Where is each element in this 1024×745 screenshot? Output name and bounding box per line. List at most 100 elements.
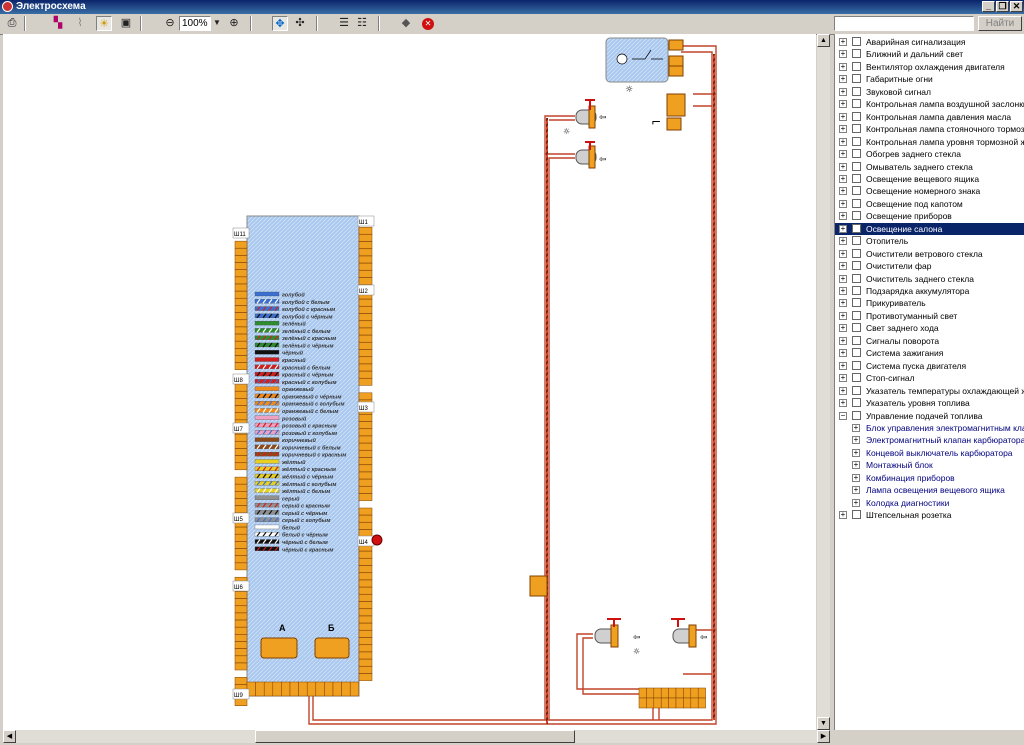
tree-subitem[interactable]: +Блок управления электромагнитным клап xyxy=(835,422,1024,434)
expand-icon[interactable]: + xyxy=(852,472,860,482)
tree-item[interactable]: +Освещение номерного знака xyxy=(835,185,1024,197)
connect-icon[interactable]: ⌇ xyxy=(77,17,83,29)
tree-item[interactable]: +Освещение приборов xyxy=(835,210,1024,222)
tree-item[interactable]: +Контрольная лампа уровня тормозной жи xyxy=(835,136,1024,148)
tree-subitem[interactable]: +Лампа освещения вещевого ящика xyxy=(835,484,1024,496)
tree-item[interactable]: +Система зажигания xyxy=(835,347,1024,359)
expand-icon[interactable]: + xyxy=(839,248,847,258)
expand-icon[interactable]: + xyxy=(839,236,847,246)
vertical-scrollbar[interactable]: ▲ ▼ xyxy=(817,34,830,730)
tree-checkbox[interactable] xyxy=(852,286,861,295)
expand-icon[interactable]: + xyxy=(839,223,847,233)
tree-checkbox[interactable] xyxy=(852,398,861,408)
tree-item[interactable]: −Управление подачей топлива xyxy=(835,410,1024,422)
tree-item[interactable]: +Сигналы поворота xyxy=(835,335,1024,347)
tree-checkbox[interactable] xyxy=(852,310,861,320)
tree-item[interactable]: +Система пуска двигателя xyxy=(835,360,1024,372)
list-view-icon[interactable]: ☰ xyxy=(339,17,349,29)
tree-item[interactable]: +Очистители фар xyxy=(835,260,1024,272)
side-lamp-lower[interactable]: ⇦ xyxy=(575,141,607,169)
tree-item[interactable]: +Контрольная лампа стояночного тормоза xyxy=(835,123,1024,135)
inline-connector[interactable] xyxy=(529,575,548,597)
tree-checkbox[interactable] xyxy=(852,37,861,46)
expand-icon[interactable]: + xyxy=(852,422,860,432)
tree-item[interactable]: +Очистители ветрового стекла xyxy=(835,248,1024,260)
tree-checkbox[interactable] xyxy=(852,373,861,383)
expand-icon[interactable]: + xyxy=(839,124,847,134)
tree-checkbox[interactable] xyxy=(852,198,861,208)
expand-icon[interactable]: + xyxy=(839,335,847,345)
stop-icon[interactable]: ✕ xyxy=(420,16,436,31)
fit-page-icon[interactable]: ▣ xyxy=(120,17,132,29)
expand-icon[interactable]: + xyxy=(839,211,847,221)
expand-icon[interactable]: + xyxy=(839,310,847,320)
tree-checkbox[interactable] xyxy=(852,410,861,420)
tree-checkbox[interactable] xyxy=(852,111,861,121)
zoom-field[interactable]: 100% xyxy=(179,16,211,31)
interior-lamp[interactable] xyxy=(605,37,669,83)
tree-checkbox[interactable] xyxy=(852,348,861,358)
tree-subitem[interactable]: +Электромагнитный клапан карбюратора xyxy=(835,434,1024,446)
tree-item[interactable]: +✓Освещение салона xyxy=(835,222,1024,235)
expand-icon[interactable]: + xyxy=(852,447,860,457)
tree-checkbox[interactable] xyxy=(852,236,861,246)
tree-checkbox[interactable] xyxy=(852,161,861,171)
horizontal-scrollbar[interactable]: ◀ ▶ xyxy=(3,730,830,743)
tree-subitem[interactable]: +Концевой выключатель карбюратора xyxy=(835,447,1024,459)
find-button[interactable]: Найти xyxy=(978,16,1022,31)
expand-icon[interactable]: + xyxy=(839,74,847,84)
scroll-up-icon[interactable]: ▲ xyxy=(817,34,830,47)
tree-item[interactable]: +Отопитель xyxy=(835,235,1024,247)
tree-checkbox[interactable] xyxy=(852,49,861,59)
zoom-dropdown-icon[interactable]: ▼ xyxy=(213,18,221,27)
tree-checkbox[interactable] xyxy=(852,99,861,109)
search-input[interactable] xyxy=(834,16,974,31)
tree-item[interactable]: +Стоп-сигнал xyxy=(835,372,1024,384)
tree-item[interactable]: +Противотуманный свет xyxy=(835,310,1024,322)
tree-checkbox[interactable] xyxy=(852,385,861,395)
junction-block[interactable] xyxy=(638,687,706,709)
tree-checkbox[interactable] xyxy=(852,273,861,283)
expand-icon[interactable]: + xyxy=(839,398,847,408)
tree-checkbox[interactable] xyxy=(852,335,861,345)
expand-icon[interactable]: + xyxy=(852,435,860,445)
tree-item[interactable]: +Аварийная сигнализация xyxy=(835,36,1024,48)
scroll-left-icon[interactable]: ◀ xyxy=(3,730,16,743)
pan-tool-icon[interactable]: ✣ xyxy=(295,17,305,29)
expand-icon[interactable]: + xyxy=(839,323,847,333)
tree-item[interactable]: +Ближний и дальний свет xyxy=(835,48,1024,60)
expand-icon[interactable]: + xyxy=(839,286,847,295)
tree-checkbox[interactable] xyxy=(852,74,861,84)
expand-icon[interactable]: + xyxy=(839,186,847,196)
scroll-down-icon[interactable]: ▼ xyxy=(817,717,830,730)
door-switch[interactable] xyxy=(666,93,686,117)
tree-subitem[interactable]: +Колодка диагностики xyxy=(835,497,1024,509)
tree-item[interactable]: +Вентилятор охлаждения двигателя xyxy=(835,61,1024,73)
expand-icon[interactable]: + xyxy=(839,49,847,59)
tree-item[interactable]: +Подзарядка аккумулятора xyxy=(835,285,1024,297)
expand-icon[interactable]: + xyxy=(839,348,847,358)
expand-icon[interactable]: + xyxy=(839,149,847,159)
tree-subitem[interactable]: +Комбинация приборов xyxy=(835,472,1024,484)
tree-item[interactable]: +Прикуриватель xyxy=(835,297,1024,309)
expand-icon[interactable]: + xyxy=(852,497,860,507)
expand-icon[interactable]: + xyxy=(839,37,847,46)
tree-checkbox[interactable] xyxy=(852,186,861,196)
tree-checkbox[interactable] xyxy=(852,211,861,221)
scroll-right-icon[interactable]: ▶ xyxy=(817,730,830,743)
expand-icon[interactable]: + xyxy=(839,298,847,308)
tree-checkbox[interactable]: ✓ xyxy=(852,223,861,233)
tree-checkbox[interactable] xyxy=(852,124,861,134)
rear-lamp-right[interactable]: ⇦ xyxy=(671,618,708,648)
checklist-icon[interactable]: ☷ xyxy=(357,17,367,29)
tree-item[interactable]: +Контрольная лампа воздушной заслонки к xyxy=(835,98,1024,110)
zoom-in-icon[interactable]: ⊕ xyxy=(229,17,239,29)
minimize-button[interactable]: _ xyxy=(982,1,995,12)
tree-checkbox[interactable] xyxy=(852,261,861,271)
expand-icon[interactable]: + xyxy=(852,485,860,495)
tree-checkbox[interactable] xyxy=(852,248,861,258)
side-lamp-upper[interactable]: ⇦ ☼ xyxy=(563,99,607,136)
tree-checkbox[interactable] xyxy=(852,510,861,520)
print-icon[interactable]: ⎙ xyxy=(7,17,17,29)
